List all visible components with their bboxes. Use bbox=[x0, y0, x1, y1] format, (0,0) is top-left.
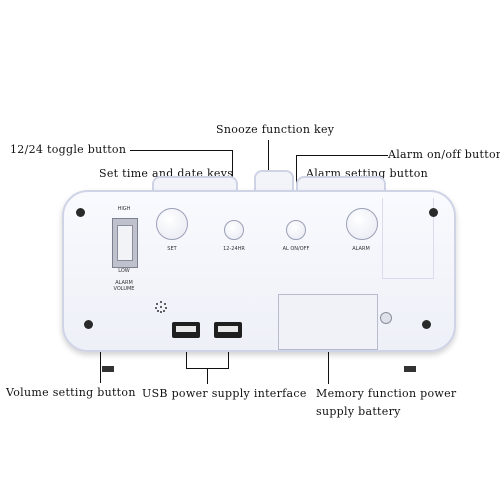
12-24hr-key[interactable] bbox=[224, 220, 244, 240]
leader-snooze bbox=[268, 140, 269, 176]
callout-snooze: Snooze function key bbox=[216, 123, 335, 136]
alarm-volume-label: ALARM VOLUME bbox=[113, 280, 135, 292]
screw-top-right bbox=[429, 208, 438, 217]
battery-compartment[interactable] bbox=[278, 294, 378, 350]
panel-inset-right bbox=[382, 198, 434, 279]
volume-high-label: HIGH bbox=[117, 206, 131, 212]
leader-usb-right bbox=[228, 342, 229, 368]
callout-volume-setting: Volume setting button bbox=[6, 386, 136, 399]
alarm-key[interactable] bbox=[346, 208, 378, 240]
leader-alarm-onoff-h bbox=[296, 155, 388, 156]
al-on-off-key-label: AL ON/OFF bbox=[282, 246, 310, 252]
callout-memory-battery-line1: Memory function power bbox=[316, 387, 457, 400]
top-ridge bbox=[296, 176, 386, 194]
12-24hr-key-label: 12-24HR bbox=[223, 246, 245, 252]
screw-bottom-right bbox=[422, 320, 431, 329]
usb-port-1[interactable] bbox=[172, 322, 200, 338]
callout-usb-power: USB power supply interface bbox=[142, 387, 307, 400]
usb-port-2[interactable] bbox=[214, 322, 242, 338]
al-on-off-key[interactable] bbox=[286, 220, 306, 240]
battery-cover-latch[interactable] bbox=[380, 312, 392, 324]
screw-top-left bbox=[76, 208, 85, 217]
clock-back-panel: HIGH LOW ALARM VOLUME SET 12-24HR AL ON/… bbox=[62, 190, 456, 352]
leader-battery bbox=[328, 352, 329, 384]
leader-12-24-h bbox=[130, 150, 232, 151]
alarm-key-label: ALARM bbox=[352, 246, 370, 252]
foot-left bbox=[102, 366, 114, 372]
speaker-grille-icon bbox=[155, 301, 167, 313]
volume-low-label: LOW bbox=[118, 268, 130, 274]
callout-12-24-toggle: 12/24 toggle button bbox=[10, 143, 127, 156]
leader-usb-down bbox=[207, 368, 208, 384]
leader-usb-left bbox=[186, 342, 187, 368]
set-key-label: SET bbox=[167, 246, 177, 252]
callout-alarm-on-off: Alarm on/off button bbox=[388, 148, 500, 161]
volume-slider-knob[interactable] bbox=[117, 225, 133, 261]
set-key[interactable] bbox=[156, 208, 188, 240]
callout-memory-battery-line2: supply battery bbox=[316, 405, 401, 418]
screw-bottom-left bbox=[84, 320, 93, 329]
volume-slider[interactable] bbox=[112, 218, 138, 268]
snooze-key-top bbox=[152, 176, 238, 194]
foot-right bbox=[404, 366, 416, 372]
